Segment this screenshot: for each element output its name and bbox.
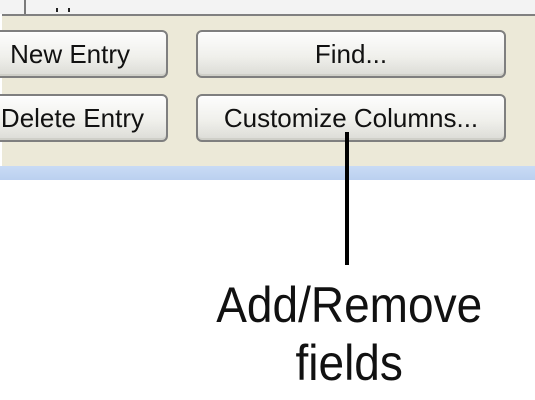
callout-line-2: fields — [295, 335, 403, 391]
callout-label: Add/Remove fields — [147, 276, 535, 392]
callout-line-1: Add/Remove — [216, 277, 483, 333]
customize-columns-button[interactable]: Customize Columns... — [196, 94, 506, 142]
list-marker-icon — [56, 8, 70, 12]
dialog-panel: New Entry Delete Entry Find... Customize… — [0, 0, 535, 180]
delete-entry-button[interactable]: Delete Entry — [0, 94, 168, 142]
entry-list-frame — [0, 0, 535, 16]
list-frame-edge — [24, 0, 26, 14]
find-button[interactable]: Find... — [196, 30, 506, 78]
new-entry-button[interactable]: New Entry — [0, 30, 168, 78]
callout-pointer-line — [345, 132, 349, 265]
dialog-bottom-strip — [0, 166, 535, 180]
